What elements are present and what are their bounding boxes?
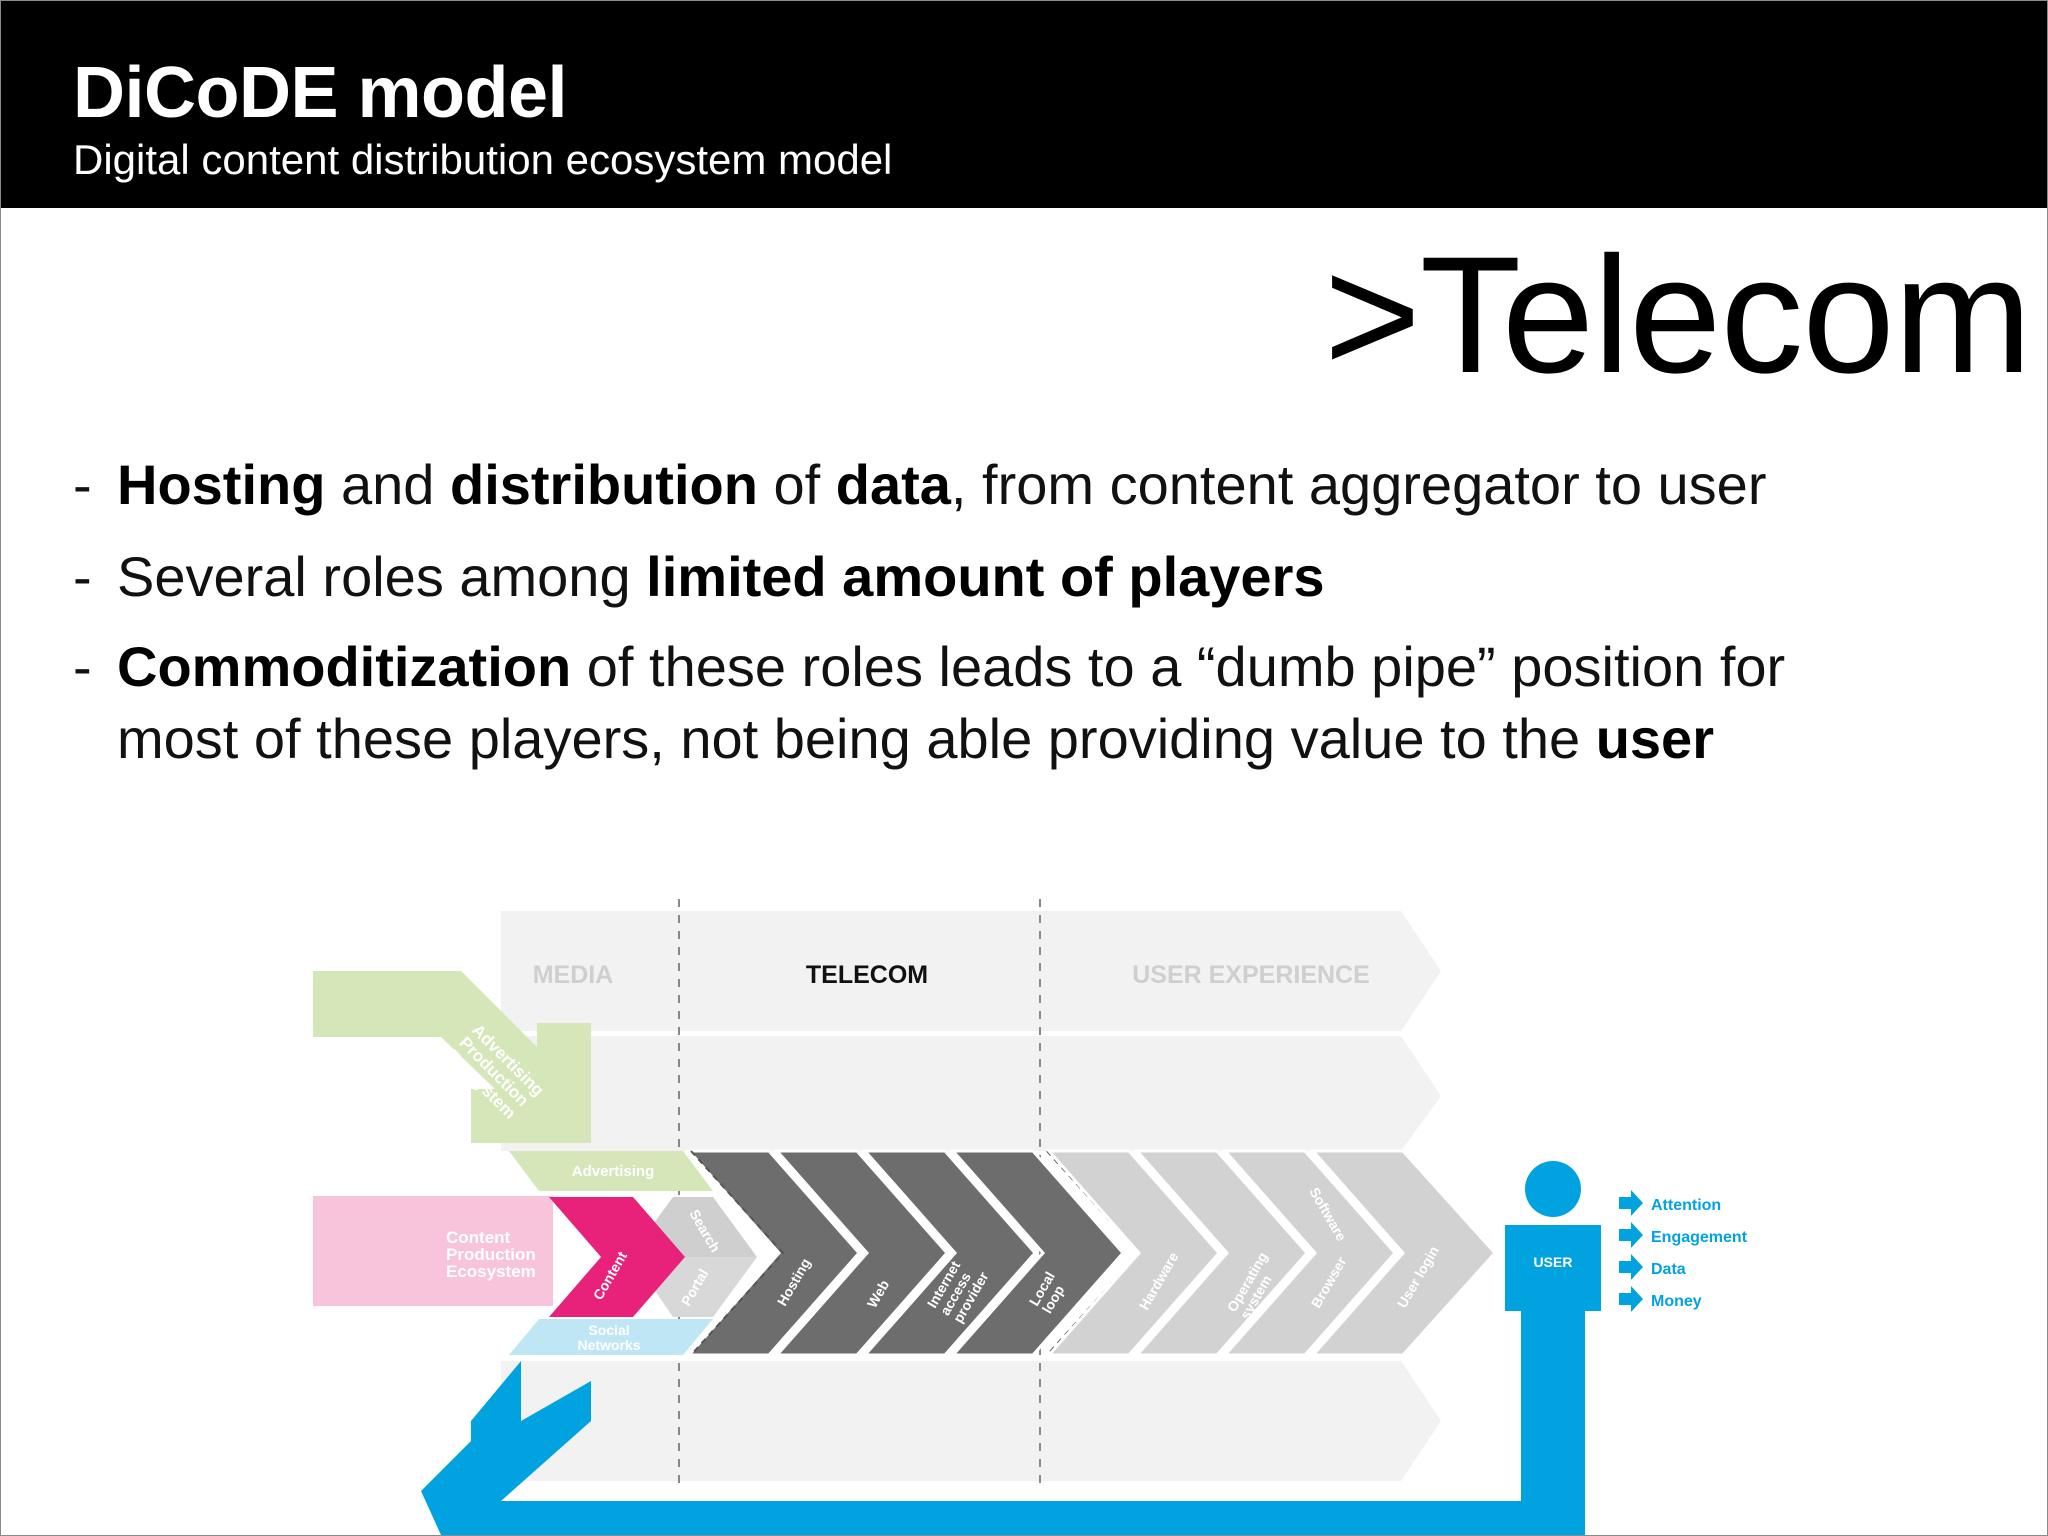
bullet-run: Several roles among xyxy=(117,545,647,608)
bullet-bold: user xyxy=(1595,707,1714,770)
web-chevron xyxy=(773,1149,950,1357)
flow-arrow-icon xyxy=(1619,1222,1643,1248)
flow-money: Money xyxy=(1619,1286,1702,1312)
flow-label: Data xyxy=(1651,1261,1686,1278)
portal-role xyxy=(651,1257,757,1317)
content-role xyxy=(549,1197,685,1317)
ux-chevrons xyxy=(1045,1149,1498,1357)
bullet-bold: limited amount of players xyxy=(646,545,1325,608)
user-flows: Attention Engagement Data Money xyxy=(1619,1190,1748,1312)
browser-chevron xyxy=(1221,1149,1398,1357)
return-flow-arrow xyxy=(421,1361,1585,1535)
user-label: USER xyxy=(1534,1254,1573,1270)
flow-arrow-icon xyxy=(1619,1286,1643,1312)
bullet-text: Hosting and distribution of data, from c… xyxy=(117,449,1766,521)
column-telecom: TELECOM xyxy=(806,961,928,989)
bullet-run: of these roles leads to a “dumb pipe” po… xyxy=(571,635,1786,698)
bullet-bold: distribution xyxy=(449,453,758,516)
flow-engagement: Engagement xyxy=(1619,1222,1748,1248)
user-login-chevron xyxy=(1309,1149,1498,1357)
bullet-run: , from content aggregator to user xyxy=(950,453,1767,516)
bullet-bold: data xyxy=(835,453,951,516)
bullet-run: and xyxy=(325,453,450,516)
hosting-chevron xyxy=(685,1149,862,1357)
search-role xyxy=(651,1197,757,1257)
hardware-chevron xyxy=(1045,1149,1222,1357)
advertising-ecosystem-arrow xyxy=(313,971,591,1143)
section-title: >Telecom xyxy=(1323,223,2032,408)
operating-system-chevron xyxy=(1133,1149,1310,1357)
flow-label: Money xyxy=(1651,1293,1702,1310)
flow-label: Attention xyxy=(1651,1197,1721,1214)
flow-label: Engagement xyxy=(1651,1229,1748,1246)
bullet-run: most of these players, not being able pr… xyxy=(117,707,1596,770)
bullet-dash: - xyxy=(73,545,92,608)
flow-arrow-icon xyxy=(1619,1190,1643,1216)
internet-access-provider-chevron xyxy=(861,1149,1038,1357)
header-bar: DiCoDE model Digital content distributio… xyxy=(1,1,2047,208)
bullet-run: of xyxy=(757,453,836,516)
bullet-text: Several roles among limited amount of pl… xyxy=(117,541,1325,613)
slide-subtitle: Digital content distribution ecosystem m… xyxy=(73,136,893,183)
slide-title: DiCoDE model xyxy=(73,53,568,133)
bullet-bold: Commoditization xyxy=(117,635,572,698)
bullet-text: Commoditization of these roles leads to … xyxy=(117,631,1785,775)
background-chevrons xyxy=(501,911,1441,1481)
column-user-experience: USER EXPERIENCE xyxy=(1132,961,1370,989)
bullet-dash: - xyxy=(73,453,92,516)
content-ecosystem-band xyxy=(313,1196,553,1306)
advertising-role-label: Advertising xyxy=(572,1163,655,1180)
advertising-role xyxy=(509,1151,713,1191)
local-loop-chevron xyxy=(949,1149,1126,1357)
bullet-dash: - xyxy=(73,635,92,698)
bullet-bold: Hosting xyxy=(117,453,326,516)
telecom-chevrons xyxy=(685,1149,1126,1357)
social-networks-role xyxy=(509,1319,713,1355)
flow-arrow-icon xyxy=(1619,1254,1643,1280)
flow-data: Data xyxy=(1619,1254,1686,1280)
column-media: MEDIA xyxy=(533,961,614,989)
user-figure xyxy=(1505,1161,1601,1461)
telecom-dashed-outline xyxy=(690,1150,785,1356)
flow-attention: Attention xyxy=(1619,1190,1721,1216)
